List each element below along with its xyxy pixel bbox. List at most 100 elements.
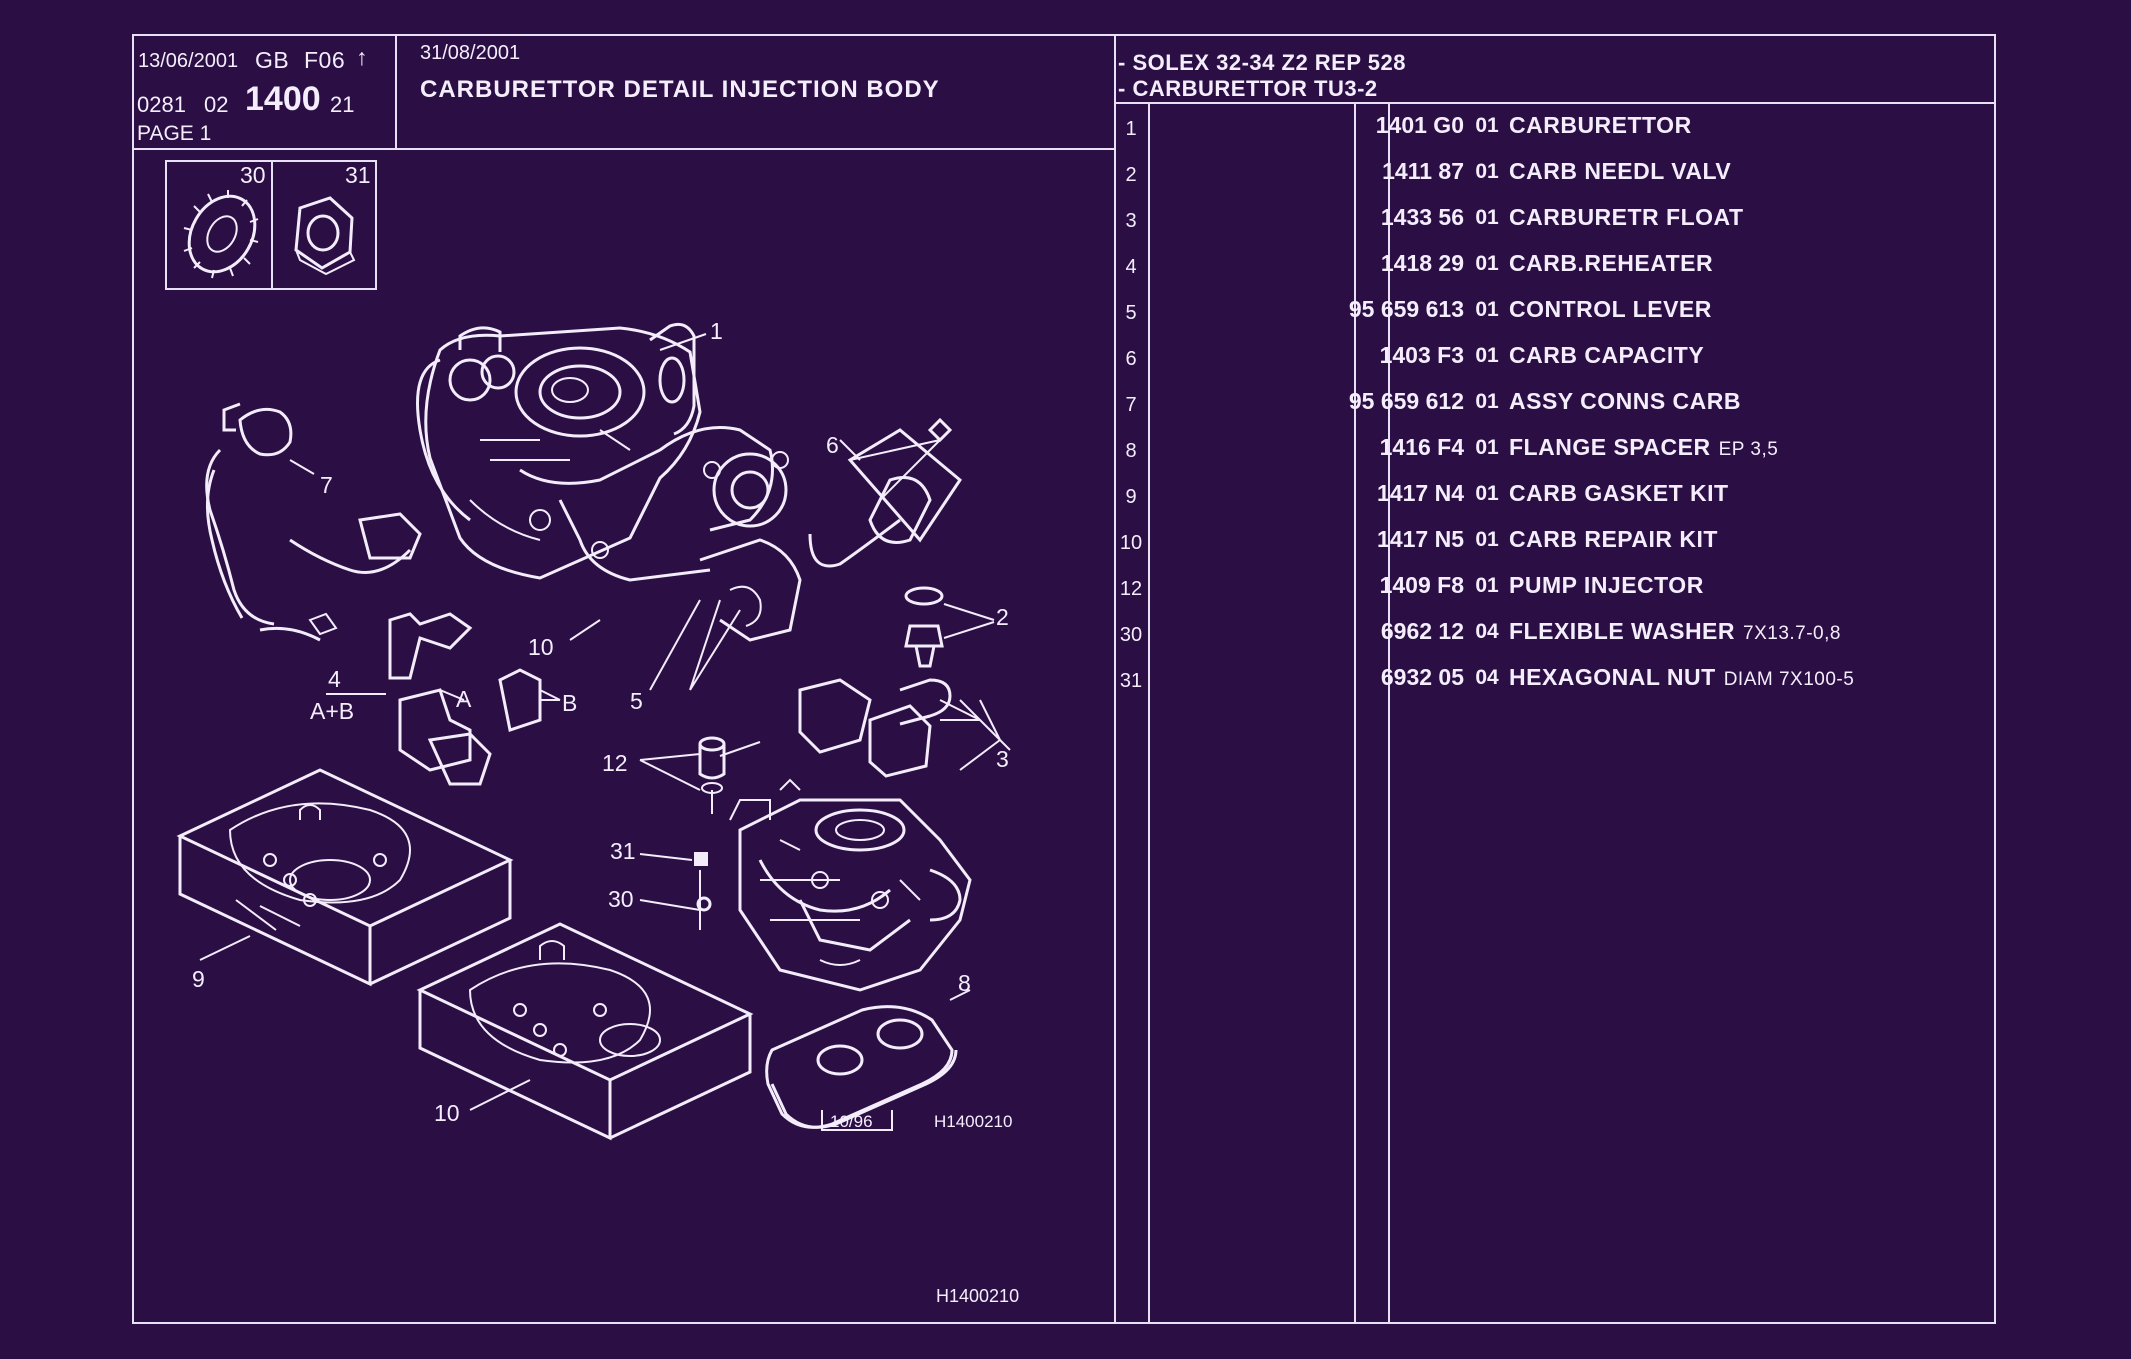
part-quantity: 01 [1475, 206, 1499, 229]
part-quantity: 01 [1475, 390, 1499, 413]
lower-carburettor-drawing [729, 778, 972, 992]
part-reference: 1411 87 [1382, 158, 1464, 184]
row-index: 3 [1125, 210, 1137, 232]
table-col-line-2 [1354, 104, 1356, 1324]
inset-label-washer: 30 [240, 162, 266, 188]
part-description: CARB CAPACITY [1509, 342, 1705, 368]
part-description: ASSY CONNS CARB [1509, 388, 1741, 414]
part-description: HEXAGONAL NUT [1509, 664, 1716, 690]
washer-30-drawing [696, 896, 712, 912]
callout-10-top: 10 [528, 634, 554, 660]
part-description: FLANGE SPACER [1509, 434, 1711, 460]
callout-30: 30 [608, 886, 634, 912]
leader-6 [839, 439, 861, 461]
outer-frame [132, 34, 1996, 1324]
row-index: 9 [1125, 486, 1137, 508]
group-number: 1400 [245, 80, 321, 118]
leader-7 [289, 459, 315, 475]
part-reference: 1403 F3 [1379, 342, 1464, 368]
footer-code: H1400210 [936, 1286, 1020, 1306]
nut-31-drawing [694, 852, 708, 866]
arrow-up-icon: ↑ [356, 44, 368, 70]
reference-line-1: - SOLEX 32-34 Z2 REP 528 [1118, 50, 1406, 75]
part-quantity: 01 [1475, 252, 1499, 275]
part-note: DIAM 7X100-5 [1723, 669, 1855, 690]
part-quantity: 01 [1475, 436, 1499, 459]
carburettor-body-drawing [416, 322, 802, 642]
callout-8: 8 [958, 970, 971, 996]
repair-kit-box-drawing [416, 922, 754, 1141]
row-index: 1 [1125, 118, 1137, 140]
callout-5: 5 [630, 688, 643, 714]
part-quantity: 04 [1475, 620, 1499, 643]
callout-3: 3 [996, 746, 1009, 772]
needle-valve-drawing [904, 586, 995, 668]
carburettor-float-drawing [798, 678, 1011, 778]
row-index: 12 [1119, 578, 1143, 600]
table-col-line-1 [1148, 104, 1150, 1324]
part-reference: 6932 05 [1380, 664, 1464, 690]
table-row: 2 1411 87 01 CARB NEEDL VALV [1116, 152, 1996, 198]
part-description-cell: CARBURETTOR [1509, 112, 1692, 139]
row-index: 8 [1125, 440, 1137, 462]
leader-1 [659, 333, 707, 351]
part-reference: 95 659 613 [1348, 296, 1464, 322]
part-quantity: 01 [1475, 344, 1499, 367]
inset-label-nut: 31 [345, 162, 371, 188]
part-description-cell: CARB GASKET KIT [1509, 480, 1729, 507]
part-description-cell: CARB REPAIR KIT [1509, 526, 1718, 553]
leader-10-top [569, 619, 601, 641]
revision-date: 31/08/2001 [420, 42, 521, 64]
part-description: PUMP INJECTOR [1509, 572, 1704, 598]
part-description-cell: FLANGE SPACER EP 3,5 [1509, 434, 1778, 461]
group-suffix: 21 [330, 92, 355, 117]
leader-30 [639, 899, 701, 911]
part-description-cell: FLEXIBLE WASHER 7X13.7-0,8 [1509, 618, 1841, 645]
header-divider [395, 34, 397, 148]
part-reference: 1401 G0 [1375, 112, 1464, 138]
callout-12: 12 [602, 750, 628, 776]
part-reference: 1417 N5 [1377, 526, 1464, 552]
stamp-bracket [821, 1110, 893, 1131]
part-quantity: 01 [1475, 160, 1499, 183]
part-quantity: 01 [1475, 574, 1499, 597]
part-description-cell: CARB CAPACITY [1509, 342, 1704, 369]
pump-injector-drawing [639, 736, 761, 814]
part-quantity: 01 [1475, 528, 1499, 551]
page-number: PAGE 1 [137, 122, 212, 145]
part-description-cell: CONTROL LEVER [1509, 296, 1712, 323]
part-description-cell: PUMP INJECTOR [1509, 572, 1704, 599]
part-reference: 1409 F8 [1379, 572, 1464, 598]
flange-spacer-drawing [765, 989, 971, 1129]
table-row: 12 1409 F8 01 PUMP INJECTOR [1116, 566, 1996, 612]
reference-line-2: - CARBURETTOR TU3-2 [1118, 76, 1378, 101]
hexagonal-nut-icon [294, 196, 356, 276]
row-index: 7 [1125, 394, 1137, 416]
callout-a-plus-b: A+B [310, 698, 355, 724]
part-description: CARBURETTOR [1509, 112, 1692, 138]
part-description: FLEXIBLE WASHER [1509, 618, 1736, 644]
part-note: 7X13.7-0,8 [1743, 623, 1841, 644]
callout-2: 2 [996, 604, 1009, 630]
part-quantity: 01 [1475, 298, 1499, 321]
part-description-cell: CARB.REHEATER [1509, 250, 1713, 277]
part-note: EP 3,5 [1718, 439, 1779, 460]
callout-4: 4 [328, 666, 341, 692]
part-description: CONTROL LEVER [1509, 296, 1712, 322]
part-description: CARB.REHEATER [1509, 250, 1714, 276]
row-index: 31 [1119, 670, 1143, 692]
diagram-stamp: 10/96 [830, 1112, 873, 1131]
part-quantity: 01 [1475, 482, 1499, 505]
part-description-cell: CARB NEEDL VALV [1509, 158, 1731, 185]
issue-date: 13/06/2001 [138, 50, 239, 72]
row-index: 2 [1125, 164, 1137, 186]
